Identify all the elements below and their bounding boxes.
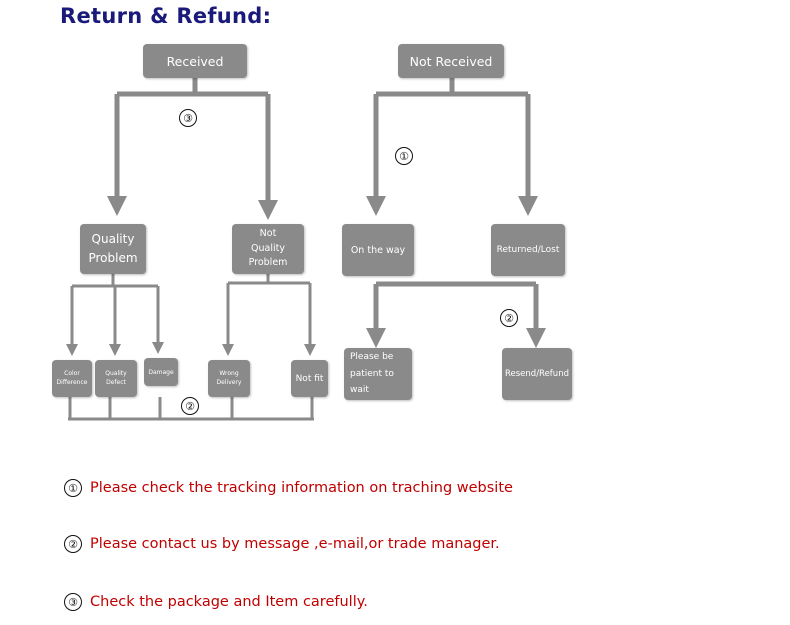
not-fit-node: Not fit — [291, 360, 328, 397]
damage-node: Damage — [144, 358, 178, 386]
page-title: Return & Refund: — [60, 4, 272, 28]
not-quality-problem-node: Not Quality Problem — [232, 224, 304, 274]
note-two-marker: ② — [64, 535, 82, 553]
note-one-marker: ① — [64, 479, 82, 497]
resend-refund-node: Resend/Refund — [502, 348, 572, 400]
color-difference-node: Color Difference — [52, 360, 92, 397]
please-be-patient-node: Please be patient to wait — [344, 348, 412, 400]
marker-two-left: ② — [181, 397, 199, 415]
note-two-text: Please contact us by message ,e-mail,or … — [90, 536, 500, 552]
quality-problem-node: Quality Problem — [80, 224, 146, 274]
note-one-text: Please check the tracking information on… — [90, 480, 513, 496]
note-two: ② Please contact us by message ,e-mail,o… — [64, 535, 500, 553]
note-three: ③ Check the package and Item carefully. — [64, 593, 368, 611]
on-the-way-node: On the way — [342, 224, 414, 276]
note-three-marker: ③ — [64, 593, 82, 611]
marker-two-right: ② — [500, 309, 518, 327]
not-received-node: Not Received — [398, 44, 504, 78]
wrong-delivery-node: Wrong Delivery — [208, 360, 250, 397]
note-one: ① Please check the tracking information … — [64, 479, 513, 497]
received-node: Received — [143, 44, 247, 78]
marker-one: ① — [395, 147, 413, 165]
quality-defect-node: Quality Defect — [95, 360, 137, 397]
returned-lost-node: Returned/Lost — [491, 224, 565, 276]
marker-three: ③ — [179, 109, 197, 127]
note-three-text: Check the package and Item carefully. — [90, 594, 368, 610]
